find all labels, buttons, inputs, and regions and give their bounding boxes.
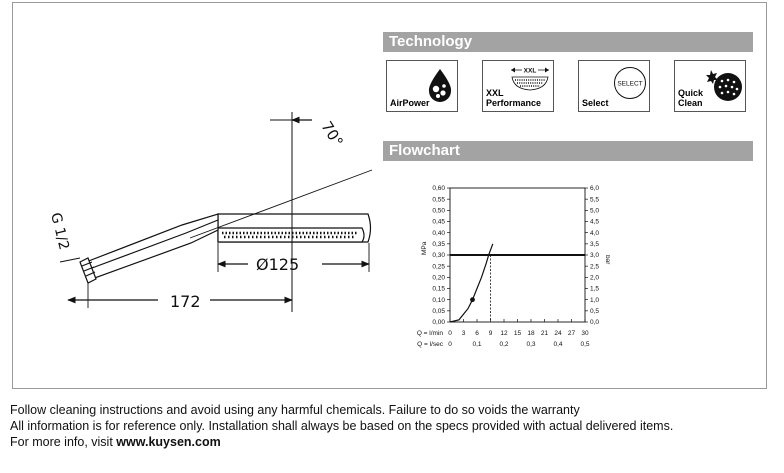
footer-line-warranty: Follow cleaning instructions and avoid u… bbox=[10, 403, 580, 417]
bar-tick-label: 2,0 bbox=[590, 275, 599, 282]
footer-info-prefix: For more info, visit bbox=[10, 435, 117, 449]
xxl-performance-label-line2: Performance bbox=[486, 98, 542, 108]
lsec-tick-label: 0,1 bbox=[472, 341, 481, 348]
lmin-tick-label: 21 bbox=[541, 330, 549, 337]
nozzle-dots bbox=[222, 231, 358, 239]
xxl-performance-icon: XXL bbox=[511, 66, 549, 91]
mpa-tick-label: 0,40 bbox=[432, 230, 445, 237]
lmin-tick-label: 30 bbox=[581, 330, 589, 337]
lsec-tick-label: 0,3 bbox=[526, 341, 535, 348]
mpa-tick-label: 0,05 bbox=[432, 308, 445, 315]
quickclean-label-line2: Clean bbox=[678, 98, 703, 108]
mpa-tick-label: 0,15 bbox=[432, 286, 445, 293]
bar-tick-label: 0,0 bbox=[590, 319, 599, 326]
handle-outline bbox=[85, 213, 219, 280]
length-label: 172 bbox=[170, 292, 201, 311]
bar-tick-label: 3,5 bbox=[590, 241, 599, 248]
feature-airpower: AirPower bbox=[386, 60, 458, 112]
bar-tick-label: 4,0 bbox=[590, 230, 599, 237]
mpa-tick-label: 0,50 bbox=[432, 208, 445, 215]
footer-notes: Follow cleaning instructions and avoid u… bbox=[10, 402, 673, 450]
footer-line-reference: All information is for reference only. I… bbox=[10, 419, 674, 433]
bar-tick-label: 2,5 bbox=[590, 263, 599, 270]
thread-dim-line bbox=[59, 257, 81, 263]
mpa-tick-label: 0,60 bbox=[432, 185, 445, 192]
bar-tick-label: 3,0 bbox=[590, 252, 599, 259]
airpower-label: AirPower bbox=[390, 98, 430, 108]
q-lsec-label: Q = l/sec bbox=[417, 341, 444, 348]
diameter-label: Ø125 bbox=[256, 255, 299, 274]
bar-tick-label: 4,5 bbox=[590, 219, 599, 226]
angle-label: 70° bbox=[317, 118, 346, 150]
xxl-performance-label-line1: XXL bbox=[486, 88, 504, 98]
thread-connector bbox=[79, 257, 97, 284]
lsec-tick-label: 0,2 bbox=[499, 341, 508, 348]
flowchart-header: Flowchart bbox=[383, 141, 753, 161]
quickclean-label-line1: Quick bbox=[678, 88, 704, 98]
bar-tick-label: 6,0 bbox=[590, 185, 599, 192]
select-button-text: SELECT bbox=[617, 81, 642, 88]
lsec-tick-label: 0 bbox=[448, 341, 452, 348]
select-icon: SELECT bbox=[614, 67, 646, 99]
lmin-tick-label: 15 bbox=[514, 330, 522, 337]
website-link[interactable]: www.kuysen.com bbox=[116, 435, 221, 449]
xxl-badge: XXL bbox=[524, 68, 537, 75]
lsec-tick-label: 0,5 bbox=[580, 341, 589, 348]
lmin-tick-label: 24 bbox=[554, 330, 562, 337]
mpa-tick-label: 0,35 bbox=[432, 241, 445, 248]
quickclean-icon bbox=[706, 70, 742, 101]
airpower-icon bbox=[428, 69, 452, 102]
thread-label: G 1/2 bbox=[47, 211, 72, 252]
angle-reference-line bbox=[189, 169, 373, 239]
technology-header: Technology bbox=[383, 32, 753, 52]
flowchart-title: Flowchart bbox=[389, 142, 460, 159]
mpa-tick-label: 0,25 bbox=[432, 263, 445, 270]
select-label: Select bbox=[582, 98, 609, 108]
mpa-tick-label: 0,55 bbox=[432, 196, 445, 203]
lmin-tick-label: 3 bbox=[462, 330, 466, 337]
mpa-tick-label: 0,20 bbox=[432, 275, 445, 282]
shower-head-face bbox=[217, 227, 365, 243]
lmin-tick-label: 6 bbox=[475, 330, 479, 337]
lsec-tick-label: 0,4 bbox=[553, 341, 562, 348]
mpa-tick-label: 0,00 bbox=[432, 319, 445, 326]
footer-line-info: For more info, visit www.kuysen.com bbox=[10, 434, 673, 450]
feature-select: SELECT Select bbox=[578, 60, 650, 112]
mpa-unit-label: MPa bbox=[421, 241, 428, 255]
xxl-performance-label: XXL Performance bbox=[486, 88, 541, 108]
lmin-tick-label: 12 bbox=[500, 330, 508, 337]
feature-quickclean: Quick Clean bbox=[674, 60, 746, 112]
bar-tick-label: 0,5 bbox=[590, 308, 599, 315]
feature-xxl-performance: XXL XXL Performance bbox=[482, 60, 554, 112]
q-lmin-label: Q = l/min bbox=[417, 330, 444, 337]
lmin-tick-label: 18 bbox=[527, 330, 535, 337]
mpa-tick-label: 0,10 bbox=[432, 297, 445, 304]
quickclean-label: Quick Clean bbox=[678, 88, 703, 108]
mpa-tick-label: 0,45 bbox=[432, 219, 445, 226]
bar-tick-label: 5,5 bbox=[590, 196, 599, 203]
technology-title: Technology bbox=[389, 33, 473, 50]
lmin-tick-label: 27 bbox=[568, 330, 576, 337]
bar-unit-label: bar bbox=[604, 255, 610, 265]
bar-tick-label: 1,0 bbox=[590, 297, 599, 304]
mpa-tick-label: 0,30 bbox=[432, 252, 445, 259]
bar-tick-label: 1,5 bbox=[590, 286, 599, 293]
lmin-tick-label: 0 bbox=[448, 330, 452, 337]
handle-inner-line bbox=[91, 219, 219, 269]
lmin-tick-label: 9 bbox=[489, 330, 493, 337]
bar-tick-label: 5,0 bbox=[590, 208, 599, 215]
flow-curve bbox=[449, 243, 494, 323]
flow-marker-point bbox=[470, 297, 475, 303]
